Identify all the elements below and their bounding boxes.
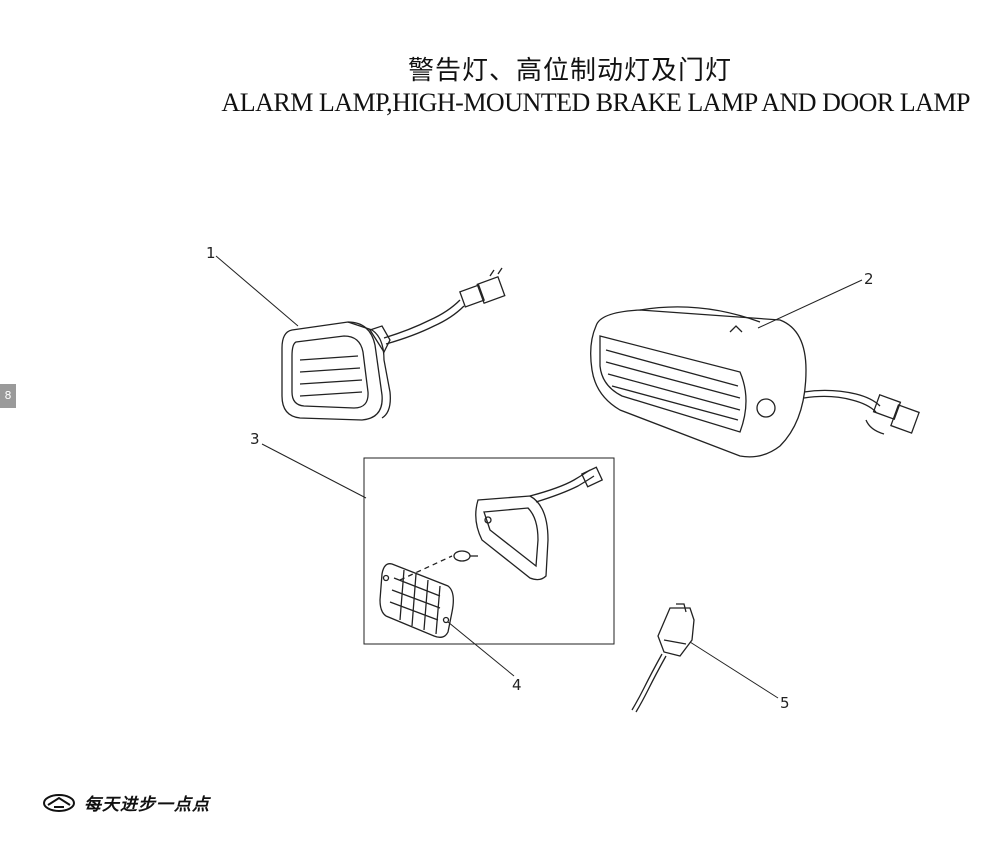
door-lamp-group-frame (363, 457, 615, 645)
leader-line-5 (689, 641, 779, 699)
leader-line-1 (215, 255, 299, 327)
page-title-cn: 警告灯、高位制动灯及门灯 (407, 56, 732, 86)
footer: 每天进步一点点 (42, 790, 210, 815)
callout-2: 2 (864, 270, 874, 288)
alarm-lamp-part (281, 267, 506, 421)
footer-slogan: 每天进步一点点 (84, 795, 210, 815)
callout-1: 1 (206, 244, 216, 262)
page-title-en: ALARM LAMP,HIGH-MOUNTED BRAKE LAMP AND D… (221, 88, 970, 117)
door-lamp-housing-part (475, 466, 604, 581)
callout-3: 3 (250, 430, 260, 448)
callout-5: 5 (780, 694, 790, 712)
bulb-part (399, 550, 478, 581)
leader-line-2 (757, 279, 863, 329)
door-lamp-lens-part (379, 563, 454, 638)
leader-line-4 (447, 621, 515, 677)
door-switch-part (631, 603, 695, 713)
callout-4: 4 (512, 676, 522, 694)
high-mounted-brake-lamp-part (590, 306, 920, 458)
brand-logo-icon (43, 793, 75, 812)
page-number-tab: 8 (0, 384, 16, 408)
leader-line-3 (261, 443, 367, 499)
